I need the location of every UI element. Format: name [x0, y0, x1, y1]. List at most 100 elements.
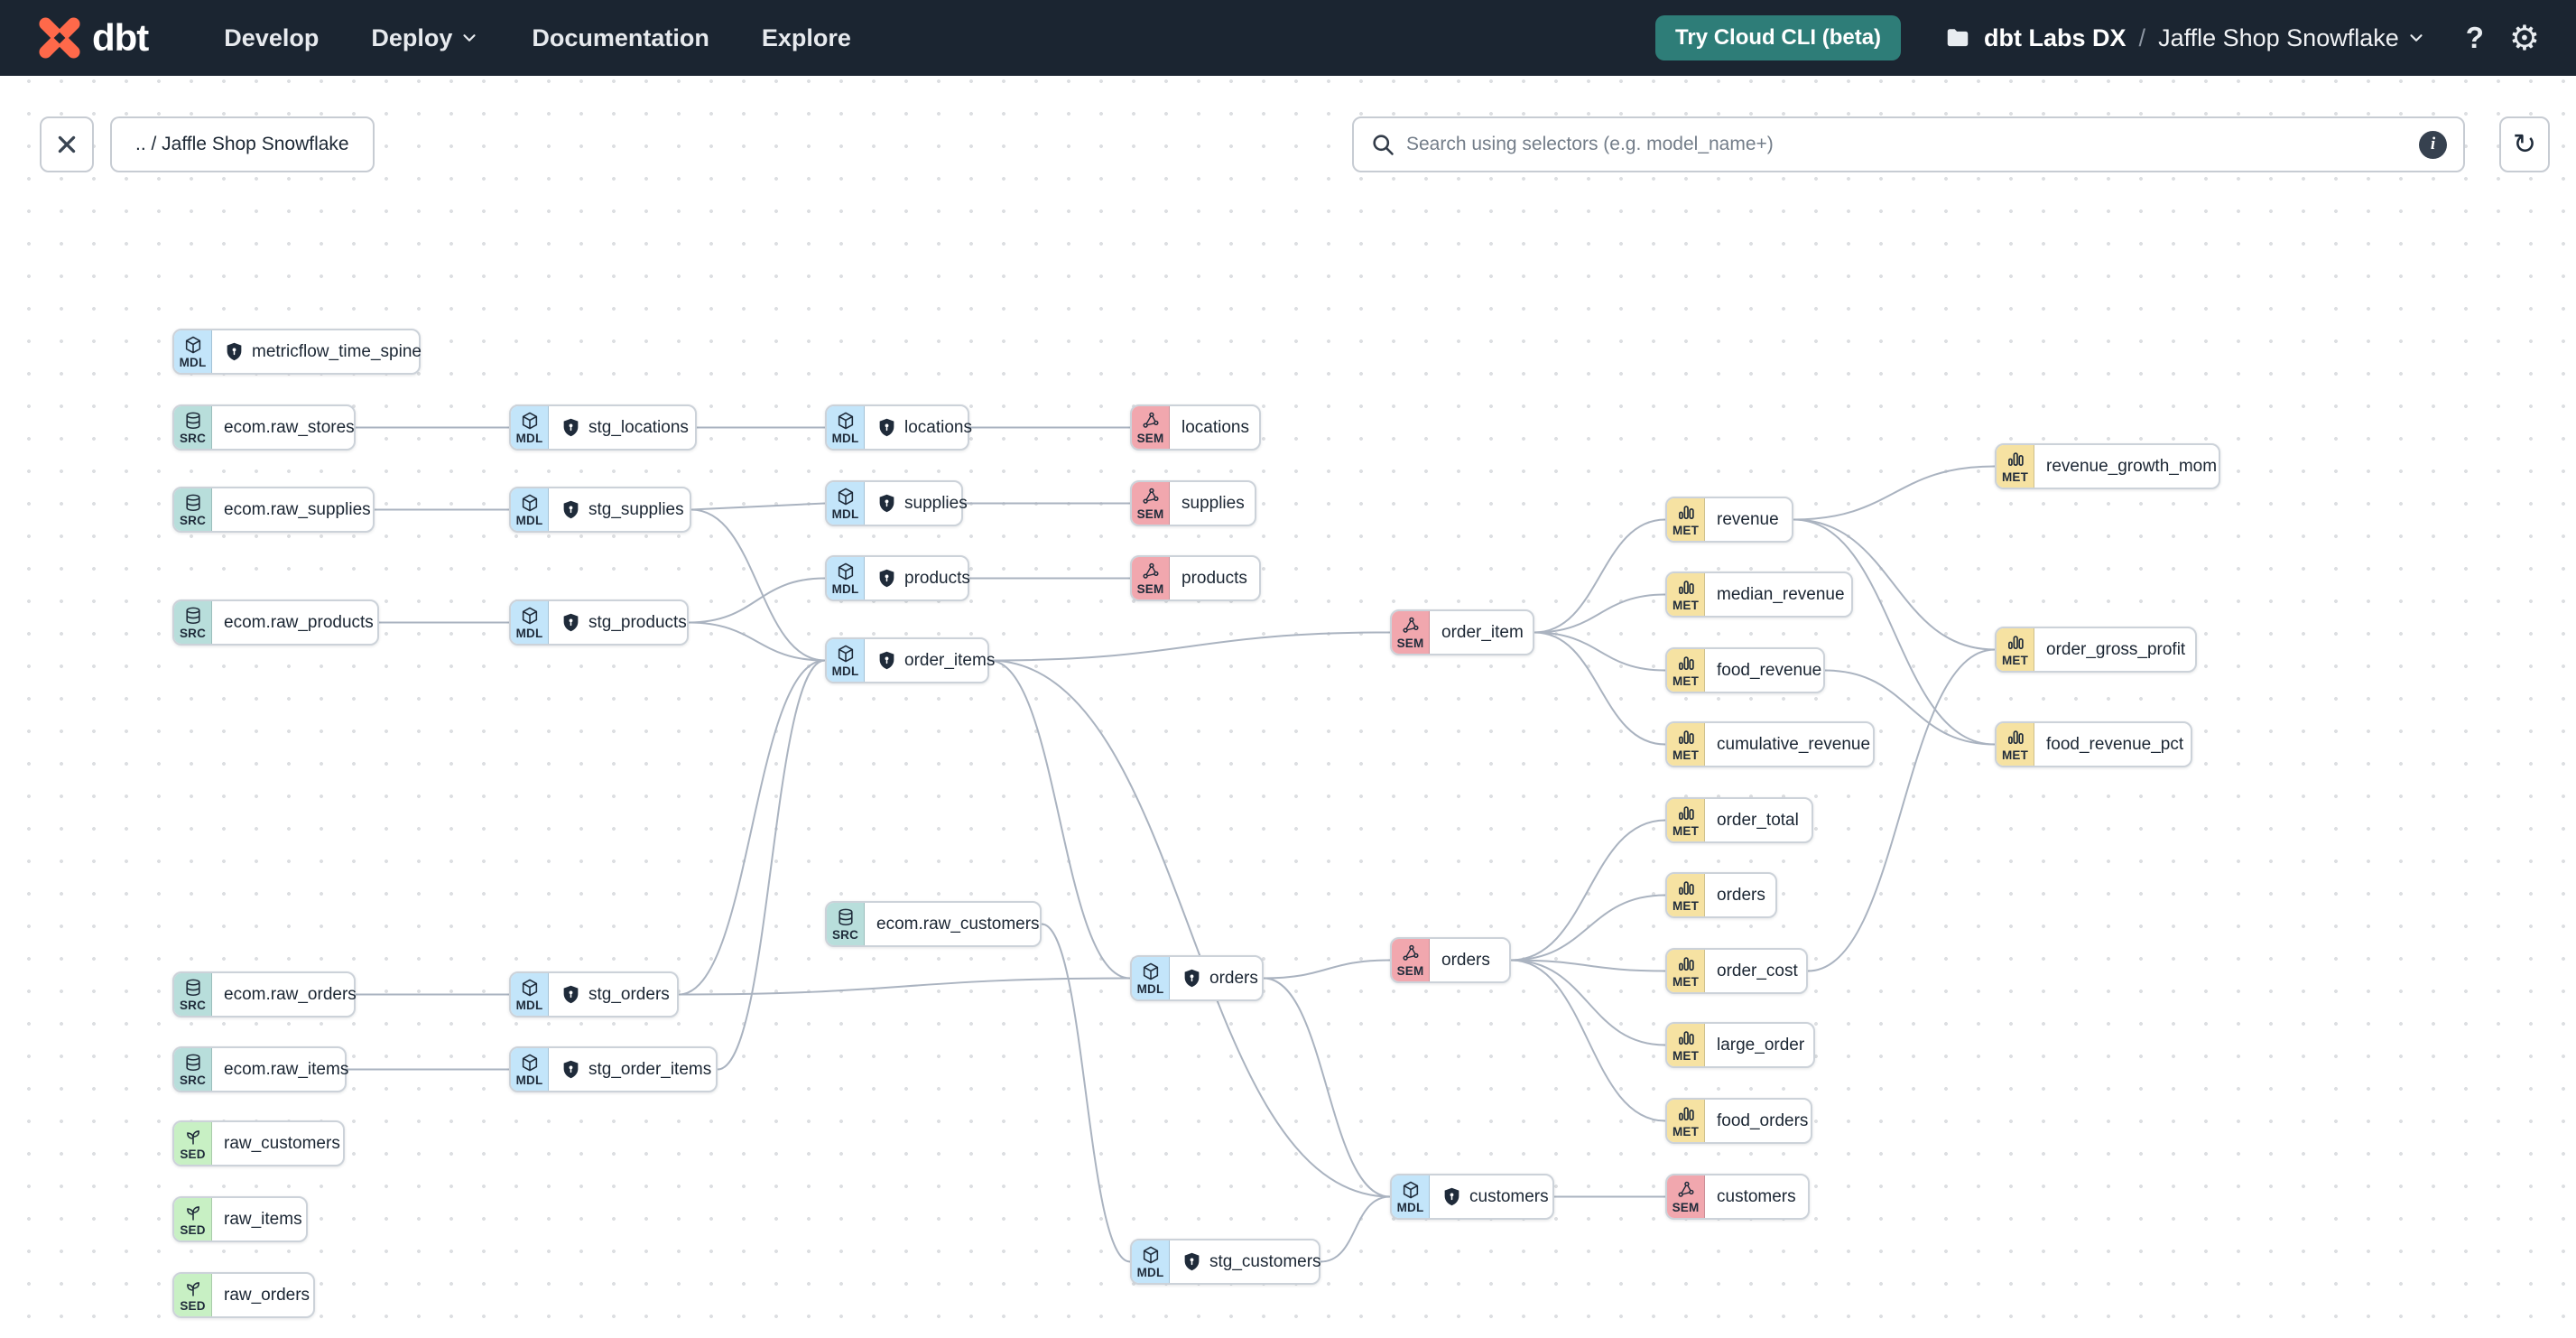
- cube-icon: [838, 412, 853, 429]
- cube-icon: [522, 494, 537, 511]
- node-body: order_items: [865, 639, 1009, 682]
- node-body: locations: [865, 406, 987, 449]
- dbt-logo-icon: [39, 17, 80, 59]
- node-kind-badge: MDL: [827, 557, 865, 599]
- node-kind-label: SRC: [179, 513, 207, 527]
- node-kind-label: MET: [1672, 674, 1700, 688]
- node-kind-badge: MET: [1667, 1100, 1705, 1142]
- semantic-graph-icon: [1142, 562, 1159, 579]
- node-body: orders: [1705, 874, 1780, 916]
- nav-item-documentation[interactable]: Documentation: [532, 23, 709, 51]
- node-label: order_cost: [1717, 961, 1798, 980]
- top-navbar: dbt Develop Deploy Documentation Explore…: [0, 0, 2576, 76]
- node-kind-label: MDL: [179, 355, 207, 369]
- cube-icon: [522, 979, 537, 996]
- node-label: revenue_growth_mom: [2046, 456, 2218, 476]
- help-icon[interactable]: ?: [2465, 21, 2484, 54]
- close-lineage-button[interactable]: [40, 116, 94, 172]
- node-kind-label: MET: [1672, 1124, 1700, 1138]
- nav-item-deploy[interactable]: Deploy: [371, 24, 479, 52]
- search-input[interactable]: [1406, 134, 2419, 155]
- try-cloud-cli-button[interactable]: Try Cloud CLI (beta): [1655, 15, 1902, 60]
- node-label: supplies: [904, 493, 968, 513]
- lineage-breadcrumb[interactable]: .. / Jaffle Shop Snowflake: [110, 116, 375, 172]
- shield-icon: [879, 651, 894, 670]
- node-kind-badge: MET: [1997, 628, 2034, 671]
- node-kind-label: MDL: [515, 1073, 543, 1087]
- node-kind-badge: MET: [1667, 649, 1705, 692]
- nav-item-develop[interactable]: Develop: [224, 23, 320, 51]
- refresh-button[interactable]: ↻: [2499, 116, 2550, 172]
- semantic-graph-icon: [1677, 1181, 1694, 1197]
- node-kind-badge: SED: [174, 1274, 212, 1316]
- node-body: revenue: [1705, 498, 1793, 541]
- nav-item-explore[interactable]: Explore: [761, 23, 851, 51]
- metric-bars-icon: [1678, 1030, 1694, 1045]
- node-body: cumulative_revenue: [1705, 723, 1885, 766]
- graph-node-cumulative_revenue[interactable]: MET cumulative_revenue: [1665, 721, 1875, 767]
- node-kind-badge: MET: [1667, 723, 1705, 766]
- node-kind-badge: MDL: [511, 1048, 549, 1091]
- node-body: order_item: [1430, 611, 1538, 654]
- dbt-logo[interactable]: dbt: [36, 14, 149, 61]
- info-icon[interactable]: i: [2419, 130, 2447, 159]
- project-selector[interactable]: Jaffle Shop Snowflake: [2158, 24, 2426, 52]
- metric-bars-icon: [2007, 635, 2024, 649]
- cube-icon: [838, 488, 853, 505]
- metric-bars-icon: [1678, 956, 1694, 971]
- account-name[interactable]: dbt Labs DX: [1984, 23, 2127, 51]
- node-kind-badge: MDL: [511, 601, 549, 644]
- graph-node-order_cost[interactable]: MET order_cost: [1665, 948, 1808, 994]
- cube-icon: [838, 562, 853, 580]
- seedling-icon: [186, 1205, 199, 1221]
- node-kind-badge: MDL: [511, 973, 549, 1016]
- node-kind-label: MET: [1672, 974, 1700, 989]
- node-body: ecom.raw_stores: [212, 406, 369, 449]
- gear-icon[interactable]: ⚙: [2508, 18, 2540, 58]
- node-label: orders: [1209, 968, 1258, 988]
- node-label: locations: [904, 417, 972, 437]
- node-label: order_item: [1441, 622, 1524, 642]
- node-body: revenue_growth_mom: [2034, 445, 2231, 488]
- node-label: cumulative_revenue: [1717, 734, 1871, 754]
- node-body: raw_orders: [212, 1274, 324, 1316]
